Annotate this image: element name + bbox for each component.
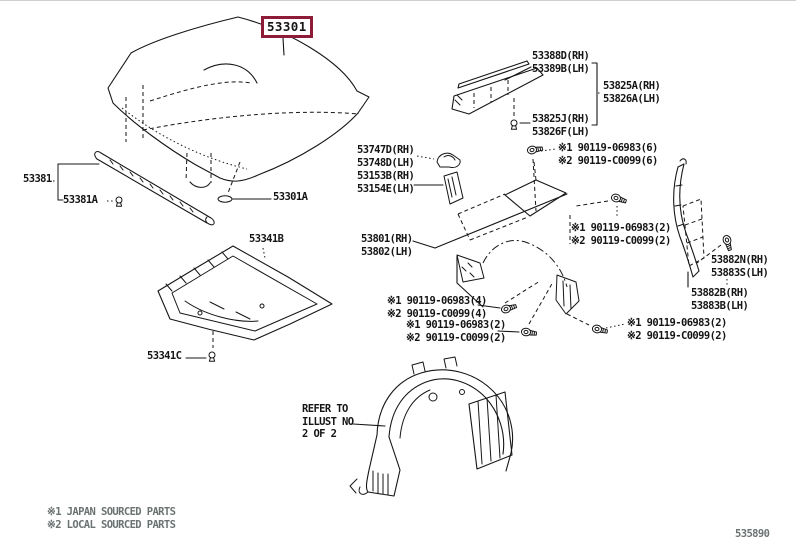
callout-53381a[interactable]: 53381A <box>63 194 98 206</box>
callout-53153b[interactable]: 53153B(RH) 53154E(LH) <box>357 170 415 195</box>
callout-53747d[interactable]: 53747D(RH) 53748D(LH) <box>357 144 415 169</box>
callout-53388d[interactable]: 53388D(RH) 53389B(LH) <box>532 50 590 75</box>
callout-53301a[interactable]: 53301A <box>273 191 308 203</box>
callout-bolt-90119-x2-c[interactable]: ※1 90119-06983(2) ※2 90119-C0099(2) <box>406 319 506 344</box>
callout-bolt-90119-x2-a[interactable]: ※1 90119-06983(2) ※2 90119-C0099(2) <box>571 222 671 247</box>
side-protector-art <box>673 158 728 288</box>
hood-support-rod-art <box>53 151 215 226</box>
callout-53381[interactable]: 53381 <box>23 173 52 185</box>
fastener-bolts-art <box>477 143 735 338</box>
callout-bolt-90119-x4[interactable]: ※1 90119-06983(4) ※2 90119-C0099(4) <box>387 295 487 320</box>
refer-to-illust-note: REFER TO ILLUST NO 2 OF 2 <box>302 403 354 440</box>
callout-53341c[interactable]: 53341C <box>147 350 182 362</box>
callout-53301-highlighted[interactable]: 53301 <box>261 16 313 38</box>
fender-liner-art <box>349 356 514 497</box>
callout-53882b[interactable]: 53882B(RH) 53883B(LH) <box>691 287 749 312</box>
callout-53882n[interactable]: 53882N(RH) 53883S(LH) <box>711 254 769 279</box>
hood-insulator-art <box>157 245 333 362</box>
fender-art <box>412 152 590 326</box>
callout-bolt-90119-x6[interactable]: ※1 90119-06983(6) ※2 90119-C0099(6) <box>558 142 658 167</box>
callout-53801-fender[interactable]: 53801(RH) 53802(LH) <box>361 233 413 258</box>
callout-bolt-90119-x2-b[interactable]: ※1 90119-06983(2) ※2 90119-C0099(2) <box>627 317 727 342</box>
hood-plug-art <box>217 195 272 203</box>
footnote-japan-sourced: ※1 JAPAN SOURCED PARTS <box>47 506 176 518</box>
footnote-local-sourced: ※2 LOCAL SOURCED PARTS <box>47 519 176 531</box>
cowl-moulding-art <box>451 60 602 130</box>
callout-53341b[interactable]: 53341B <box>249 233 284 245</box>
hood-panel-art <box>107 16 370 194</box>
callout-53825j[interactable]: 53825J(RH) 53826F(LH) <box>532 113 590 138</box>
part-number: 53301 <box>267 19 307 34</box>
callout-53825a[interactable]: 53825A(RH) 53826A(LH) <box>603 80 661 105</box>
figure-code: 535890 <box>735 528 770 540</box>
